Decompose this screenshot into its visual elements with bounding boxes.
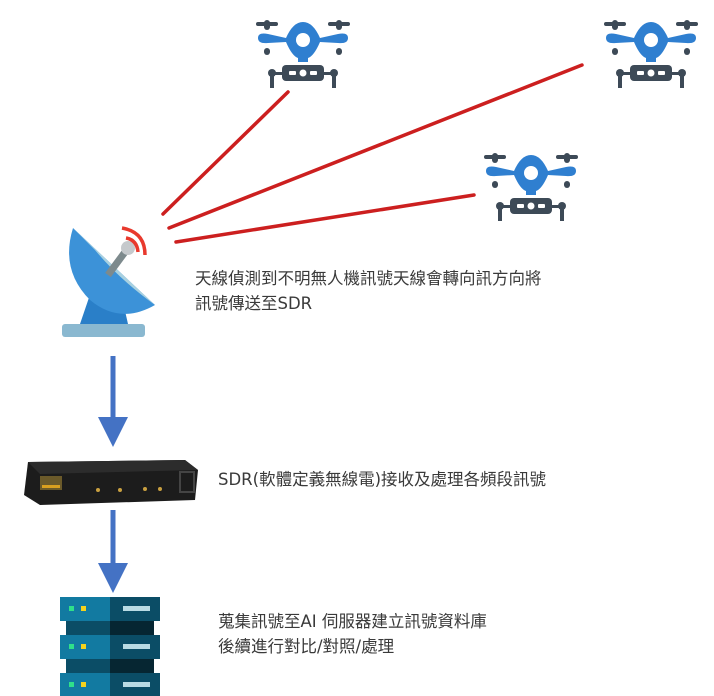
sdr-description: SDR(軟體定義無線電)接收及處理各頻段訊號 [218, 467, 546, 492]
server-description: 蒐集訊號至AI 伺服器建立訊號資料庫 後續進行對比/對照/處理 [218, 609, 487, 659]
sdr-description-line1: SDR(軟體定義無線電)接收及處理各頻段訊號 [218, 470, 547, 489]
antenna-description-line2: 訊號傳送至SDR [195, 294, 313, 313]
signal-line-2 [167, 63, 584, 230]
server-icon [60, 597, 160, 696]
drone-icon-2 [596, 10, 706, 90]
drone-icon-3 [476, 143, 586, 223]
signal-line-1 [161, 90, 290, 216]
antenna-description: 天線偵測到不明無人機訊號天線會轉向訊方向將 訊號傳送至SDR [195, 266, 542, 316]
signal-line-3 [174, 193, 476, 244]
sdr-device-icon [24, 460, 198, 505]
antenna-description-line1: 天線偵測到不明無人機訊號天線會轉向訊方向將 [195, 269, 542, 288]
server-description-line1: 蒐集訊號至AI 伺服器建立訊號資料庫 [218, 612, 487, 631]
antenna-dish-icon [62, 226, 155, 337]
signal-lines [161, 63, 584, 244]
server-description-line2: 後續進行對比/對照/處理 [218, 637, 395, 656]
drone-icon-1 [248, 10, 358, 90]
